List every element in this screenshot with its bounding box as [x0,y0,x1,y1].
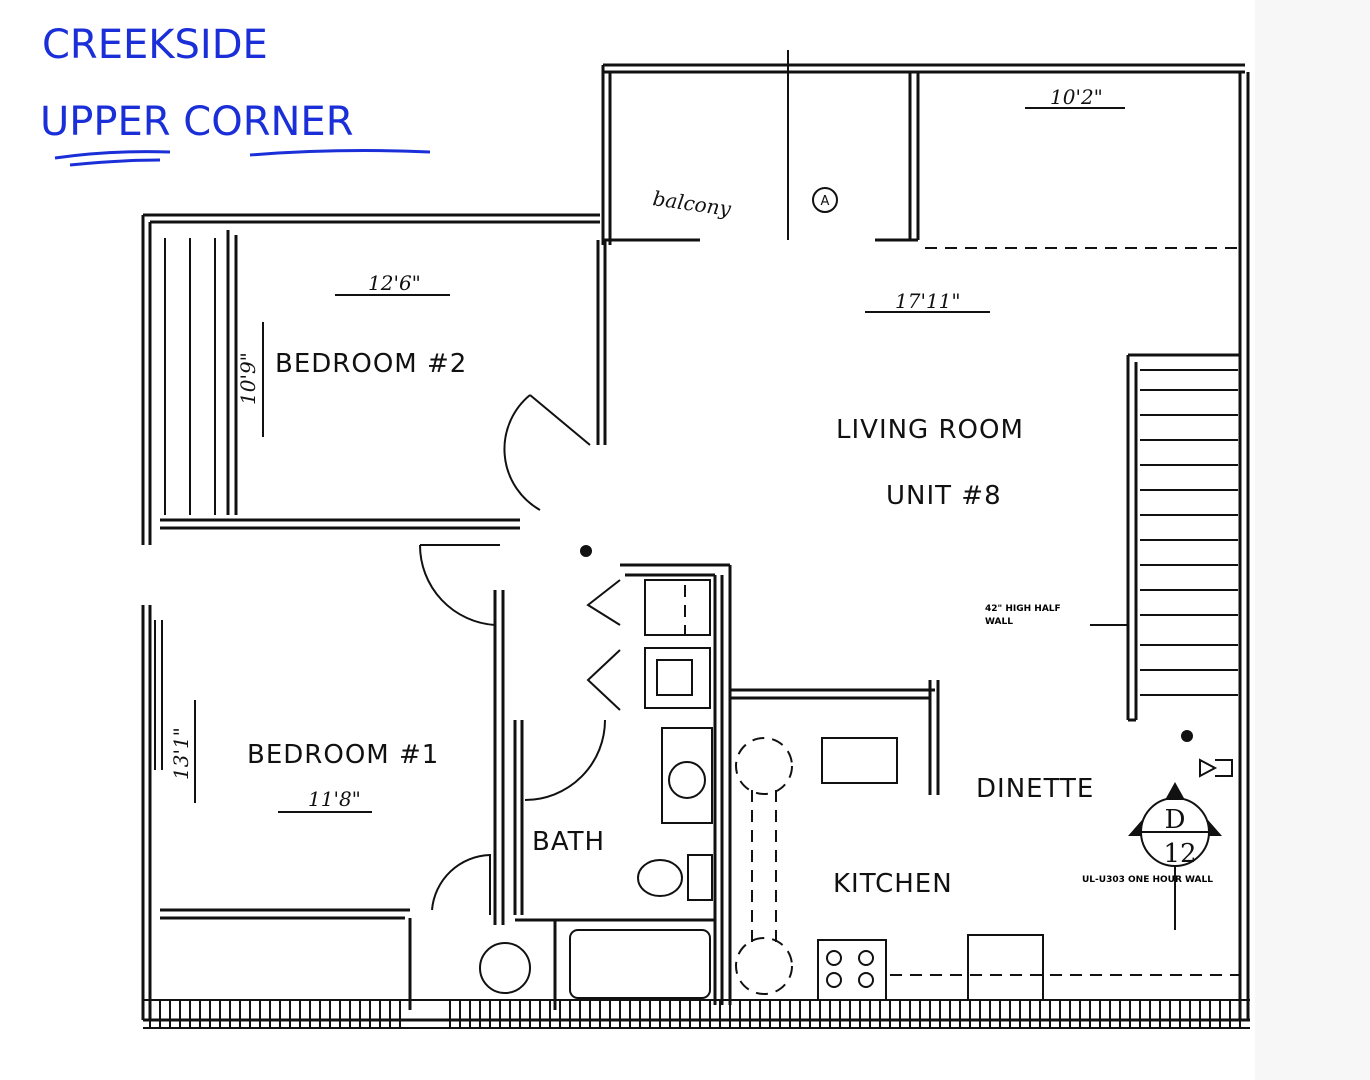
title-line1: CREEKSIDE [42,22,268,68]
title-underline [54,149,431,167]
exterior-wall-hatch [143,999,1250,1029]
one-hour-wall-note: UL-U303 ONE HOUR WALL [1082,875,1213,885]
kitchen-label: KITCHEN [833,869,953,899]
living-width-dim: 17'11" [895,289,961,313]
unit-label: UNIT #8 [886,481,1002,511]
bedroom1-label: BEDROOM #1 [247,740,439,770]
bath-label: BATH [532,827,605,857]
title-line2: UPPER CORNER [40,99,354,145]
half-wall-note: 42" HIGH HALF WALL [985,604,1061,627]
dimension-arrows [194,107,1125,813]
bedroom1-depth-dim: 13'1" [169,727,193,780]
section-marker: D 12 [1128,782,1222,930]
bedroom2-label: BEDROOM #2 [275,349,467,379]
section-number: 12 [1163,839,1196,869]
living-room-label: LIVING ROOM [836,415,1024,445]
balcony-marker-label: A [821,194,830,209]
balcony-marker: A [812,187,838,213]
walls [141,63,1250,1022]
balcony-width-dim: 10'2" [1050,85,1103,109]
stair-half-wall [1090,353,1240,722]
balcony-label: balcony [651,186,733,221]
bedroom1-width-dim: 11'8" [308,787,361,811]
section-letter: D [1165,805,1186,835]
bedroom2-depth-dim: 10'9" [236,352,260,405]
fixtures [479,50,1240,1001]
bedroom2-width-dim: 12'6" [368,271,421,295]
page-edge [1255,0,1370,1080]
dinette-label: DINETTE [976,774,1094,804]
door-swings [418,394,1233,915]
